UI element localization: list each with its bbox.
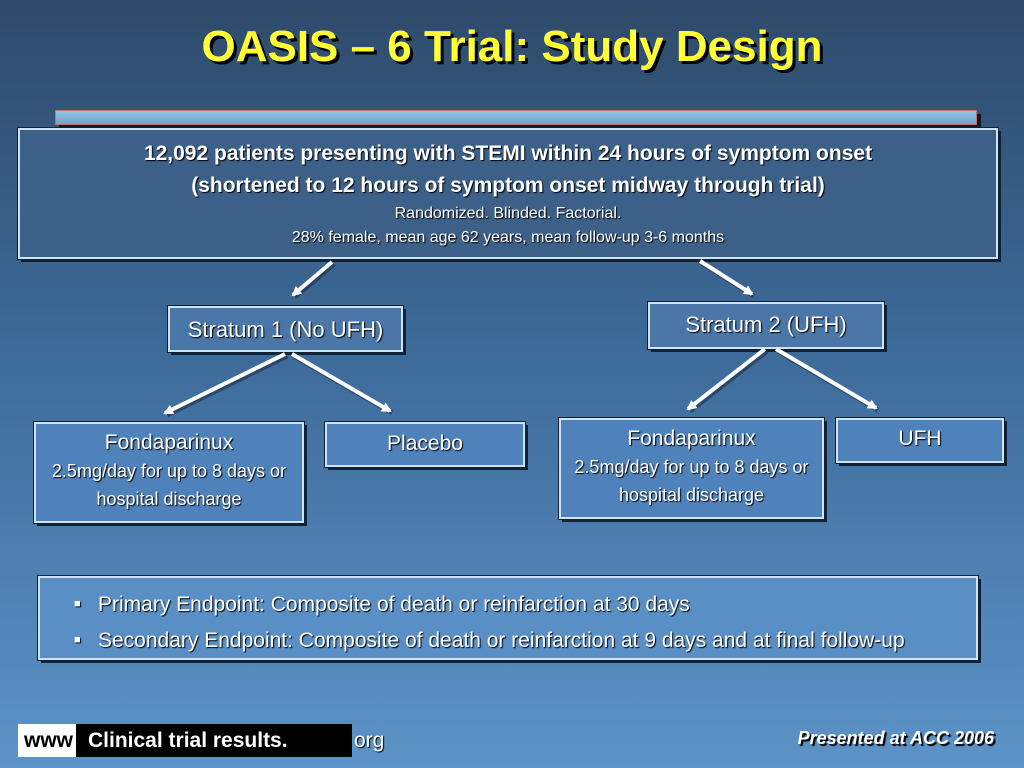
secondary-endpoint: ■ Secondary Endpoint: Composite of death…	[74, 624, 958, 657]
arm-1-name: Fondaparinux	[104, 431, 234, 454]
primary-endpoint: ■ Primary Endpoint: Composite of death o…	[74, 588, 958, 621]
population-line-1: 12,092 patients presenting with STEMI wi…	[143, 142, 873, 165]
arm-ufh: UFH	[835, 417, 1005, 464]
arm-4-name: UFH	[898, 427, 942, 450]
logo-www: www	[18, 724, 76, 757]
arrow-to-arm-4	[774, 347, 878, 410]
arm-3-detail: 2.5mg/day for up to 8 days or hospital d…	[574, 457, 809, 505]
arm-placebo: Placebo	[324, 421, 526, 468]
population-line-3: Randomized. Blinded. Factorial.	[394, 205, 622, 222]
arm-3-name: Fondaparinux	[627, 427, 756, 450]
arrow-to-arm-2	[290, 352, 392, 413]
arrow-to-stratum-2	[698, 259, 754, 296]
population-line-2: (shortened to 12 hours of symptom onset …	[191, 174, 825, 197]
secondary-endpoint-text: Secondary Endpoint: Composite of death o…	[98, 629, 905, 652]
arrow-to-stratum-1	[291, 260, 334, 297]
arrow-to-arm-3	[686, 347, 767, 411]
stratum-2-box: Stratum 2 (UFH)	[647, 301, 885, 350]
primary-endpoint-text: Primary Endpoint: Composite of death or …	[98, 593, 690, 616]
arm-2-name: Placebo	[387, 432, 463, 455]
logo-tld: org	[354, 729, 385, 752]
slide-title: OASIS – 6 Trial: Study Design	[201, 22, 823, 71]
arm-fondaparinux-stratum-1: Fondaparinux 2.5mg/day for up to 8 days …	[33, 421, 305, 524]
site-logo: www Clinical trial results. org	[18, 724, 384, 757]
bullet-icon: ■	[74, 634, 81, 646]
stratum-1-label: Stratum 1 (No UFH)	[187, 317, 384, 342]
title-divider	[55, 110, 977, 125]
population-line-4: 28% female, mean age 62 years, mean foll…	[291, 229, 725, 246]
stratum-1-box: Stratum 1 (No UFH)	[167, 305, 404, 353]
arrow-to-arm-1	[163, 352, 286, 415]
bullet-icon: ■	[74, 598, 81, 610]
presented-at-note: Presented at ACC 2006	[797, 728, 994, 748]
logo-site-name: Clinical trial results.	[76, 724, 352, 757]
population-box: 12,092 patients presenting with STEMI wi…	[17, 127, 999, 260]
endpoints-box: ■ Primary Endpoint: Composite of death o…	[37, 575, 979, 661]
arm-fondaparinux-stratum-2: Fondaparinux 2.5mg/day for up to 8 days …	[558, 417, 825, 520]
arm-1-detail: 2.5mg/day for up to 8 days or hospital d…	[51, 461, 287, 509]
stratum-2-label: Stratum 2 (UFH)	[685, 312, 847, 337]
